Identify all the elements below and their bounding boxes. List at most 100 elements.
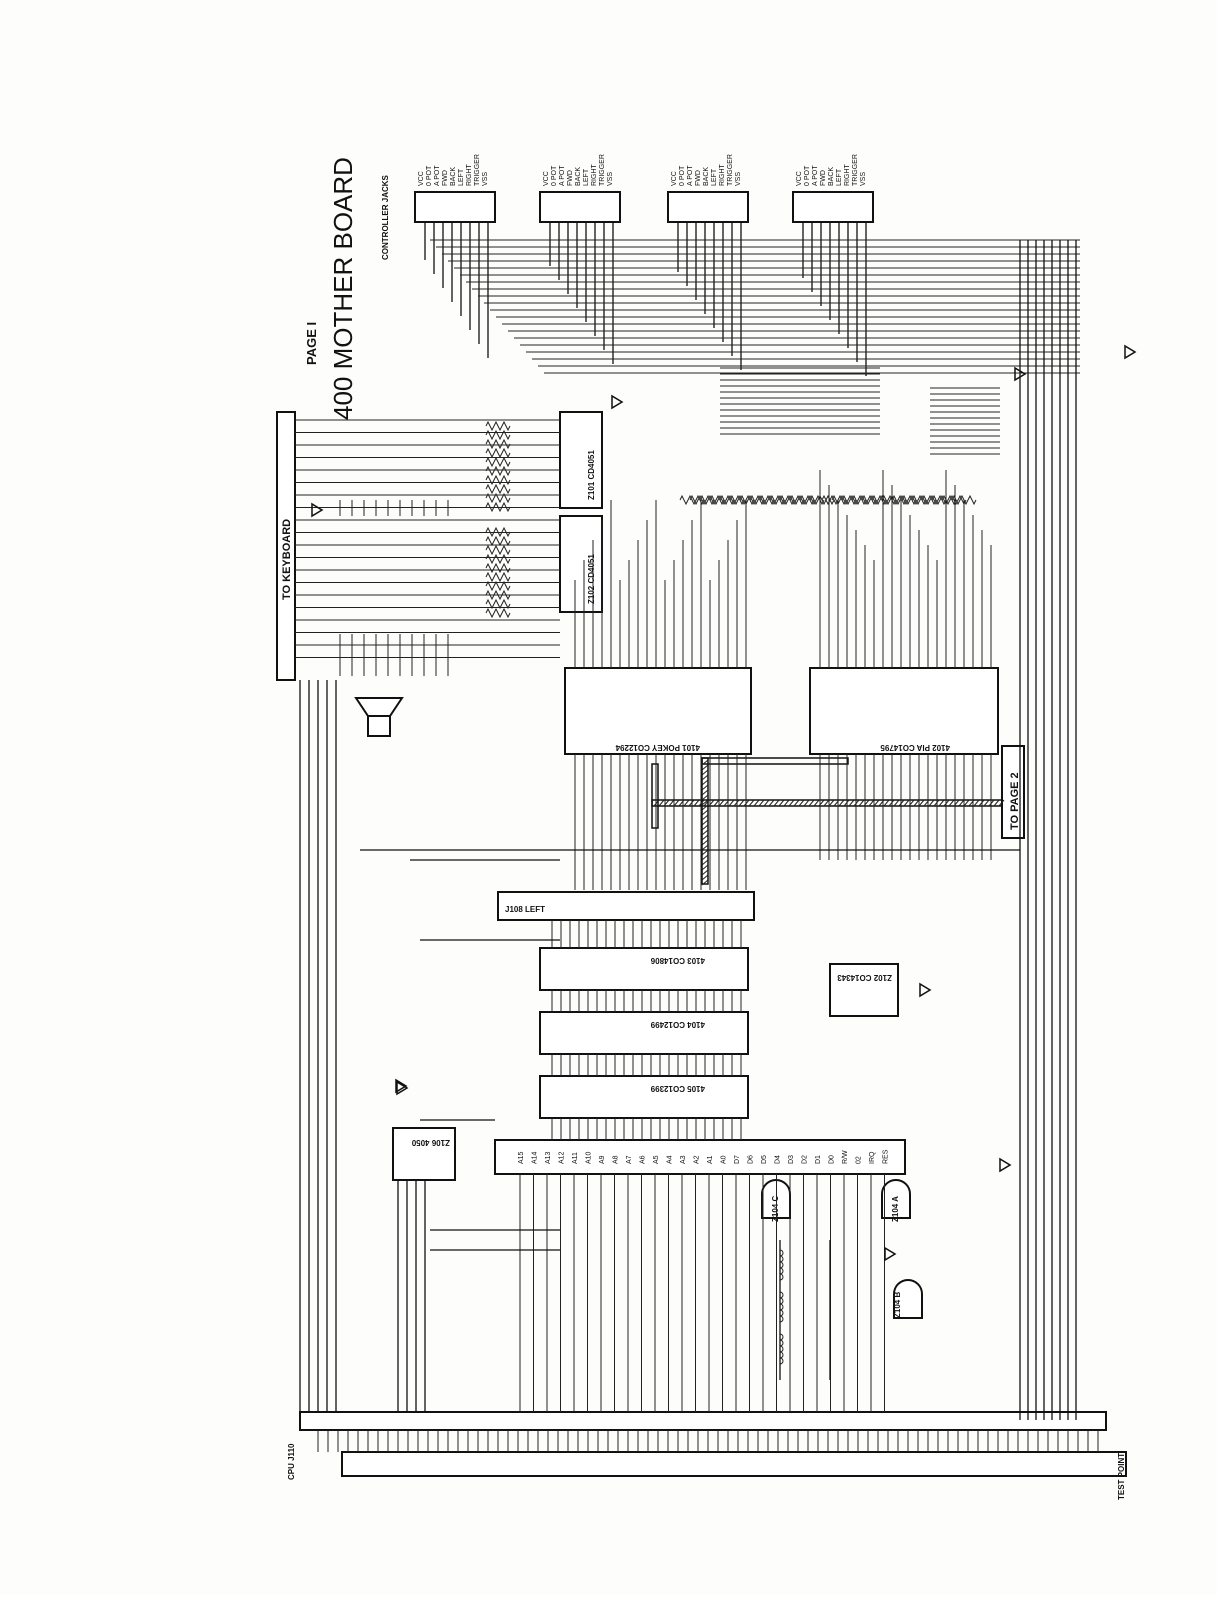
page-label: PAGE I — [304, 322, 319, 365]
pia-chip — [809, 667, 999, 755]
cpu-pin-label: D7 — [734, 1155, 741, 1164]
cpu-pin-label: A3 — [680, 1155, 687, 1164]
cpu-pin-label: A1 — [707, 1155, 714, 1164]
controller-pin-label: BACK — [703, 167, 710, 186]
controller-pin-label: VCC — [671, 171, 678, 186]
controller-pin-label: RIGHT — [466, 164, 473, 187]
rom-a-chip — [539, 1075, 749, 1119]
cpu-pin-label: A8 — [613, 1155, 620, 1164]
cpu-pin-label: RES — [883, 1149, 890, 1164]
board-title: 400 MOTHER BOARD — [328, 157, 358, 420]
controller-pin-label: A POT — [687, 165, 694, 186]
cpu-pin-label: A9 — [599, 1155, 606, 1164]
keyboard-mux-top — [559, 411, 603, 509]
to-keyboard-label: TO KEYBOARD — [281, 519, 293, 600]
cpu-pin-label: D3 — [788, 1155, 795, 1164]
controller-pin-label: 0 POT — [426, 165, 433, 186]
logic-gate — [881, 1179, 911, 1219]
controller-pin-label: RIGHT — [844, 164, 851, 187]
to-page-2-label: TO PAGE 2 — [1009, 772, 1021, 830]
controller-pin-label: VSS — [860, 172, 867, 186]
cpu-pin-label: A14 — [532, 1151, 539, 1164]
gate-b-label: Z104 A — [891, 1196, 900, 1222]
controller-pin-label: VSS — [482, 172, 489, 186]
controller-pin-label: LEFT — [836, 168, 843, 186]
controller-pin-label: A POT — [812, 165, 819, 186]
controller-pin-label: BACK — [575, 167, 582, 186]
ground-icon — [999, 1157, 1012, 1173]
pokey-chip — [564, 667, 752, 755]
cpu-pin-label: A0 — [721, 1155, 728, 1164]
decoder-label: Z102 CO14343 — [837, 973, 892, 982]
cpu-pin-label: 02 — [856, 1156, 863, 1164]
cpu-pin-label: A15 — [518, 1151, 525, 1164]
mux-u-chip — [392, 1127, 456, 1181]
cpu-edge-connector — [299, 1411, 1107, 1431]
ground-icon — [611, 394, 624, 410]
cpu-board-connector — [497, 891, 755, 921]
mux-u-label: Z106 4050 — [411, 1138, 450, 1147]
controller-pin-label: LEFT — [711, 168, 718, 186]
gate-a-label: Z104 C — [771, 1196, 780, 1222]
ground-icon — [919, 982, 932, 998]
controller-pin-label: TRIGGER — [727, 154, 734, 186]
ground-icon — [1014, 366, 1027, 382]
cpu-pin-label: A11 — [572, 1152, 579, 1164]
cpu-pin-label: D2 — [802, 1155, 809, 1164]
cpu-pin-label: A5 — [653, 1155, 660, 1164]
cpu-pin-label: A10 — [586, 1151, 593, 1164]
controller-pin-label: VCC — [796, 171, 803, 186]
cpu-pin-label: D6 — [748, 1155, 755, 1164]
controller-pin-label: 0 POT — [679, 165, 686, 186]
controller-pin-label: VCC — [543, 171, 550, 186]
controller-pin-label: BACK — [828, 167, 835, 186]
cpu-pin-label: IRQ — [869, 1151, 876, 1164]
ground-icon — [1124, 344, 1137, 360]
controller-pin-label: FWD — [567, 170, 574, 186]
rom-c-label: 4103 CO14806 — [650, 956, 705, 965]
cpu-board-label: J108 LEFT — [505, 905, 545, 914]
cpu-pin-label: A4 — [667, 1155, 674, 1164]
ground-icon — [395, 1078, 408, 1094]
keyboard-connector — [276, 411, 296, 681]
controller-jack-2 — [539, 191, 621, 223]
rom-a-label: 4105 CO12399 — [650, 1084, 705, 1093]
controller-jack-3 — [667, 191, 749, 223]
key-top-chip-label: Z101 CD4051 — [587, 450, 596, 500]
controller-pin-label: BACK — [450, 167, 457, 186]
cpu-pin-label: R/W — [842, 1150, 849, 1164]
keyboard-mux-bottom — [559, 515, 603, 613]
cpu-pin-label: D5 — [761, 1155, 768, 1164]
gate-c-label: Z104 B — [893, 1292, 902, 1318]
controller-pin-label: LEFT — [583, 168, 590, 186]
controller-pin-label: VSS — [735, 172, 742, 186]
cpu-pin-label: D0 — [829, 1155, 836, 1164]
cpu-pin-label: A6 — [640, 1155, 647, 1164]
pokey-label: 4101 POKEY CO12294 — [615, 743, 700, 752]
controller-pin-label: TRIGGER — [599, 154, 606, 186]
to-page-2-box — [1001, 745, 1025, 839]
controller-pin-label: 0 POT — [551, 165, 558, 186]
hatched-bus — [651, 757, 1005, 886]
rom-b-label: 4104 CO12499 — [650, 1020, 705, 1029]
controller-pin-label: RIGHT — [591, 164, 598, 187]
controller-pin-label: TRIGGER — [474, 154, 481, 186]
ground-icon — [311, 502, 324, 518]
controller-pin-label: VCC — [418, 171, 425, 186]
controller-pin-label: FWD — [695, 170, 702, 186]
controller-jack-4 — [792, 191, 874, 223]
controller-pin-label: TRIGGER — [852, 154, 859, 186]
cpu-chip — [494, 1139, 906, 1175]
controller-pin-label: A POT — [434, 165, 441, 186]
rom-b-chip — [539, 1011, 749, 1055]
rom-c-chip — [539, 947, 749, 991]
cpu-pin-label: A2 — [694, 1155, 701, 1164]
controller-jack-1 — [414, 191, 496, 223]
pia-label: 4102 PIA CO14795 — [880, 743, 950, 752]
key-bottom-chip-label: Z102 CD4051 — [587, 554, 596, 604]
decoder-chip — [829, 963, 899, 1017]
ground-icon — [396, 1080, 409, 1096]
controller-pin-label: FWD — [442, 170, 449, 186]
